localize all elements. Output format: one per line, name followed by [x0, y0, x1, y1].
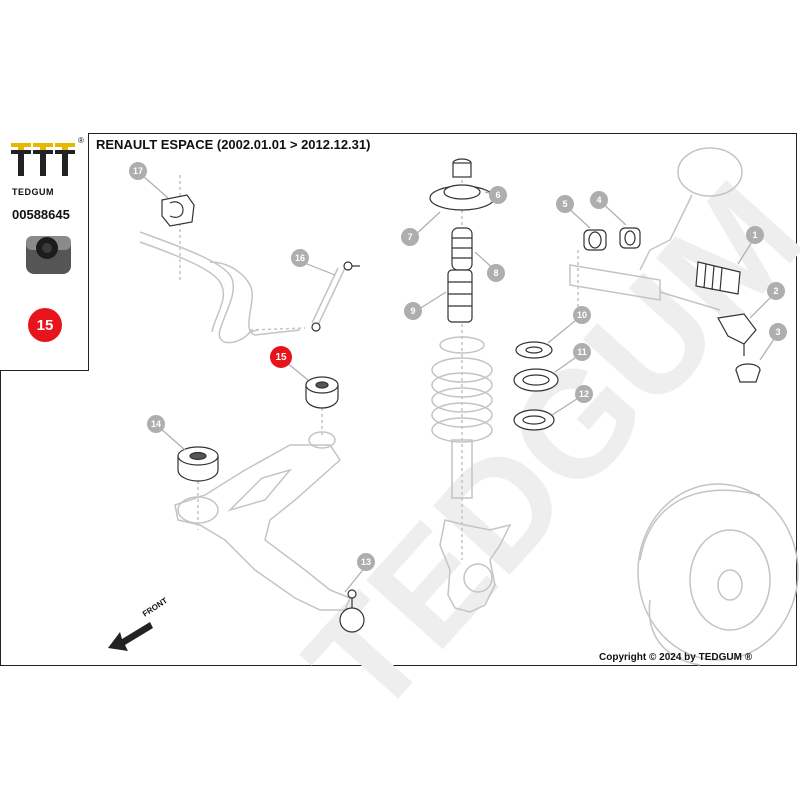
diagram-frame	[0, 133, 797, 666]
callout-11[interactable]: 11	[573, 343, 591, 361]
front-arrow	[108, 622, 153, 651]
callout-17[interactable]: 17	[129, 162, 147, 180]
callout-14[interactable]: 14	[147, 415, 165, 433]
part-position-badge: 15	[28, 308, 62, 342]
part-number: 00588645	[12, 207, 70, 222]
tedgum-logo	[11, 143, 75, 176]
callout-8[interactable]: 8	[487, 264, 505, 282]
brand-name: TEDGUM	[12, 187, 54, 197]
callout-3[interactable]: 3	[769, 323, 787, 341]
callout-1[interactable]: 1	[746, 226, 764, 244]
callout-5[interactable]: 5	[556, 195, 574, 213]
vehicle-title: RENAULT ESPACE (2002.01.01 > 2012.12.31)	[96, 137, 371, 152]
callout-10[interactable]: 10	[573, 306, 591, 324]
copyright-notice: Copyright © 2024 by TEDGUM ®	[599, 652, 753, 663]
highlighted-callout-15[interactable]: 15	[270, 346, 292, 368]
callout-6[interactable]: 6	[489, 186, 507, 204]
callout-16[interactable]: 16	[291, 249, 309, 267]
callout-9[interactable]: 9	[404, 302, 422, 320]
callout-2[interactable]: 2	[767, 282, 785, 300]
callout-4[interactable]: 4	[590, 191, 608, 209]
callout-12[interactable]: 12	[575, 385, 593, 403]
callout-7[interactable]: 7	[401, 228, 419, 246]
callout-13[interactable]: 13	[357, 553, 375, 571]
part-photo	[26, 236, 71, 274]
registered-mark: ®	[78, 136, 84, 145]
